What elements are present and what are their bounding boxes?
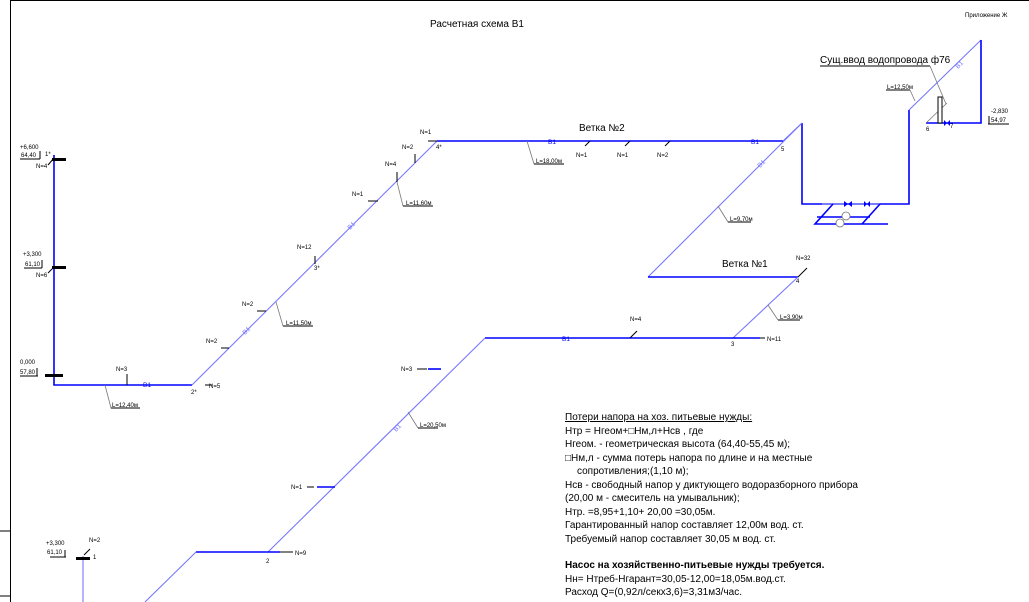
elevation-abs: 54,97 (991, 118, 1007, 124)
notes-line: сопротивления;(1,10 м); (577, 466, 689, 477)
notes-line: Нтр. =8,95+1,10+ 20,00 =30,05м. (565, 506, 716, 518)
node-label: 7 (950, 124, 954, 130)
pipe-label: В1 (751, 139, 759, 146)
notes-heading: Потери напора на хоз. питьевые нужды: (565, 412, 753, 423)
fixture-labels: N=4 N=6 N=3 N=5 N=2 N=2 N=12 N=1 N=4 N=2… (36, 130, 811, 557)
notes-line: □Нм,л - сумма потерь напора по длине и н… (565, 452, 813, 464)
length-labels: L=12,40м L=11,50м L=11,60м L=18,00м L=9,… (104, 85, 916, 429)
pump-icon (835, 218, 845, 228)
notes-line: Требуемый напор составляет 30,05 м вод. … (565, 533, 776, 545)
branch-2-label: Ветка №2 (579, 123, 625, 134)
scheme-title: Расчетная схема В1 (430, 19, 524, 30)
elevation-mark: +3,300 (23, 252, 42, 258)
node-label: 1* (45, 152, 51, 158)
elevation-abs: 64,40 (21, 153, 37, 159)
node-labels: 1* 2* 3* 4* 5 6 7 4 3 2 1 (45, 124, 954, 565)
node-label: 4 (796, 279, 800, 285)
node-label: 3 (731, 342, 735, 348)
fixture-count: N=2 (89, 538, 101, 544)
fixture-count: N=4 (385, 162, 397, 168)
length-label: L=18,00м (536, 159, 562, 165)
check-valve-icon (864, 201, 870, 207)
fixture-count: N=2 (242, 302, 254, 308)
elevation-mark: -2,830 (991, 109, 1009, 115)
fixture-count: N=1 (617, 153, 629, 159)
node-label: 4* (436, 145, 442, 151)
pipe-label: В1 (392, 423, 403, 434)
fixture-count: N=3 (116, 367, 128, 373)
floor-marks (45, 157, 91, 560)
fixture-count: N=5 (209, 384, 221, 390)
elevation-mark: 0,000 (20, 360, 36, 366)
fixture-count: N=1 (291, 485, 303, 491)
pipe-label: В1 (954, 60, 965, 71)
notes-line: Гарантированный напор составляет 12,00м … (565, 520, 804, 531)
length-label: L=20,50м (420, 423, 446, 429)
node-label: 3* (314, 266, 320, 272)
pipe-label: В1 (241, 326, 252, 337)
head-loss-notes: Потери напора на хоз. питьевые нужды: Нт… (565, 411, 858, 600)
wall-sleeve-icon (937, 96, 943, 124)
elevation-labels: +6,600 64,40 +3,300 61,10 0,000 57,80 +3… (20, 109, 1009, 558)
pump-line: Нн= Нтреб-Нгарант=30,05-12,00=18,05м.вод… (565, 573, 786, 585)
fixture-count: N=4 (36, 164, 48, 170)
length-label: L=12,50м (887, 85, 913, 91)
notes-line: Нтр = Нгеом+□Нм,л+Нсв , где (565, 425, 704, 437)
fixture-count: N=4 (630, 317, 642, 323)
branch-1-label: Ветка №1 (722, 259, 768, 270)
fixture-count: N=11 (767, 337, 782, 343)
elevation-abs: 61,10 (47, 550, 63, 556)
node-label: 1 (93, 555, 97, 561)
elevation-abs: 61,10 (25, 262, 41, 268)
fixture-count: N=1 (420, 130, 432, 136)
node-label: 6 (926, 127, 930, 133)
length-label: L=11,50м (286, 321, 312, 327)
pump-line: Расход Q=(0,92л/секх3,6)=3,31м3/час. (565, 587, 743, 598)
node-label: 5 (781, 147, 785, 153)
notes-line: (20,00 м - смеситель на умывальник); (565, 493, 740, 504)
pipe-label: В1 (143, 382, 151, 389)
fixture-count: N=9 (295, 551, 307, 557)
fixture-count: N=12 (297, 245, 312, 251)
notes-line: Нгеом. - геометрическая высота (64,40-55… (565, 439, 791, 450)
elevation-mark: +6,600 (20, 145, 39, 151)
pipe-label: В1 (548, 139, 556, 146)
length-label: L=3,90м (780, 315, 803, 321)
fixture-count: N=2 (657, 153, 669, 159)
valve-icon (944, 120, 950, 126)
fixture-count: N=3 (401, 367, 413, 373)
fixture-count: N=32 (796, 256, 811, 262)
elevation-mark: +3,300 (46, 541, 65, 547)
length-label: L=12,40м (112, 403, 138, 409)
pipe-label: В1 (346, 221, 357, 232)
fixture-count: N=6 (36, 273, 48, 279)
length-label: L=9,70м (730, 217, 753, 223)
pipe-labels: В1 В1 В1 В1 В1 В1 В1 В1 В1 (143, 60, 965, 434)
elevation-abs: 57,80 (20, 370, 36, 376)
pump-icon (841, 211, 851, 221)
node-label: 2* (191, 390, 197, 396)
fixture-count: N=2 (402, 145, 414, 151)
appendix-label: Приложение Ж (965, 13, 1008, 19)
fixture-branches (126, 140, 808, 553)
pipe-label: В1 (756, 159, 767, 170)
inlet-label: Сущ.ввод водопровода ф76 (820, 54, 951, 66)
pipe-label: В1 (562, 336, 570, 343)
fixture-count: N=1 (352, 192, 364, 198)
pump-heading: Насос на хозяйственно-питьевые нужды тре… (565, 560, 825, 571)
length-label: L=11,60м (406, 201, 432, 207)
notes-line: Нсв - свободный напор у диктующего водор… (565, 479, 858, 491)
fixture-count: N=2 (206, 339, 218, 345)
fixture-count: N=1 (576, 153, 588, 159)
pump-unit (813, 96, 950, 228)
node-label: 2 (266, 559, 270, 565)
valve-icon (844, 201, 852, 207)
